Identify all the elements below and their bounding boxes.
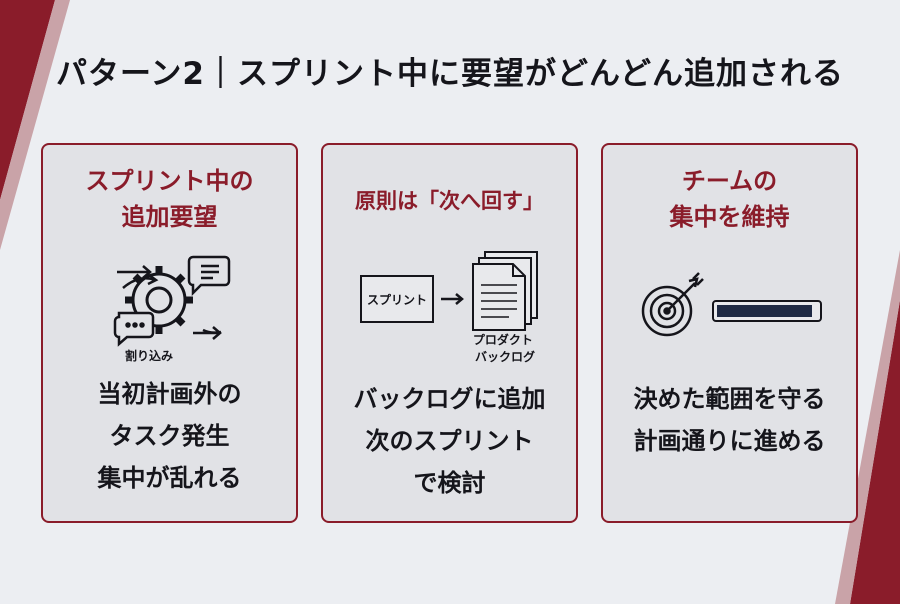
svg-text:スプリント: スプリント bbox=[367, 292, 427, 307]
backlog-illustration: スプリント プロダクト バックログ bbox=[360, 251, 538, 364]
card-body: バックログに追加 次のスプリント で検討 bbox=[353, 385, 546, 497]
interruption-illustration: 割り込み bbox=[113, 255, 231, 363]
chat-bubble-icon bbox=[113, 255, 231, 347]
card-heading: スプリント中の 追加要望 bbox=[85, 167, 254, 231]
target-icon bbox=[641, 272, 704, 337]
card-defer-principle: 原則は「次へ回す」 スプリント プロダクト バックログ バックログに追加 次のス… bbox=[321, 143, 578, 523]
card-body: 当初計画外の タスク発生 集中が乱れる bbox=[97, 380, 242, 492]
card-heading: チームの 集中を維持 bbox=[669, 167, 790, 231]
card-maintain-focus: チームの 集中を維持 決めた範囲を守る 計画通りに進める bbox=[601, 143, 858, 523]
progress-bar-icon bbox=[712, 300, 822, 322]
page-title: パターン2｜スプリント中に要望がどんどん追加される bbox=[55, 56, 845, 92]
card-heading: 原則は「次へ回す」 bbox=[355, 189, 544, 213]
card-additional-requests: スプリント中の 追加要望 割り込み bbox=[41, 143, 298, 523]
arrow-icon bbox=[117, 265, 222, 340]
arrow-right-icon bbox=[441, 293, 464, 305]
card-body: 決めた範囲を守る 計画通りに進める bbox=[633, 385, 826, 455]
sprint-box-icon: スプリント bbox=[360, 275, 434, 323]
backlog-caption: プロダクト バックログ bbox=[473, 332, 537, 364]
documents-icon bbox=[472, 251, 538, 331]
interruption-caption: 割り込み bbox=[125, 348, 173, 363]
focus-illustration bbox=[641, 272, 822, 337]
gear-icon bbox=[125, 266, 193, 334]
